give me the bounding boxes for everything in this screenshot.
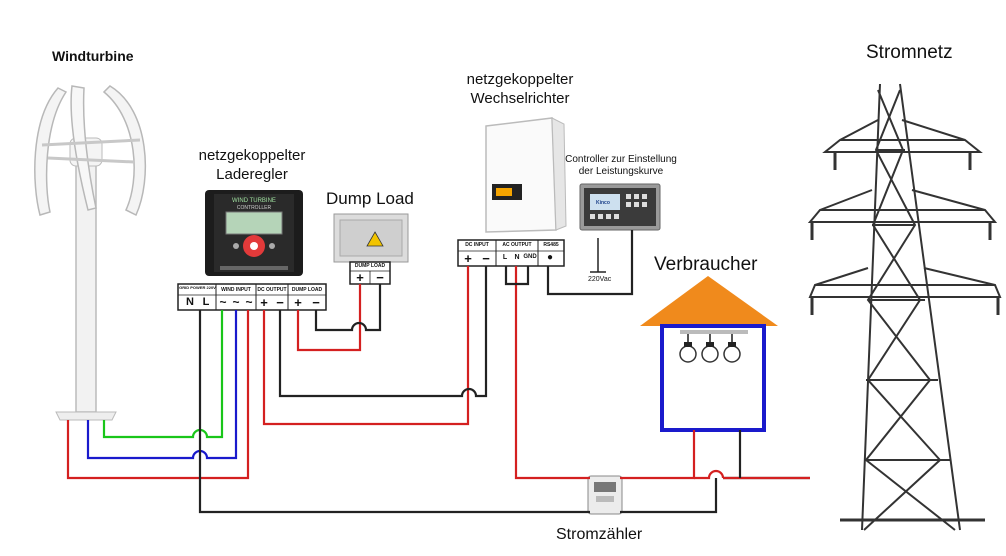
cc-terminal-mark-ac3: ~ — [245, 295, 253, 309]
cc-terminal-mark-dc-minus: − — [276, 295, 284, 310]
terminal-grid-power: GRID POWER 220V — [179, 285, 216, 290]
label-inverter-line2: Wechselrichter — [470, 90, 570, 107]
label-charge-controller-line1: netzgekoppelter — [198, 147, 306, 164]
inv-terminal-mark-rs485: ● — [546, 252, 554, 263]
curve-controller — [579, 183, 661, 273]
house — [640, 276, 778, 432]
inv-terminal-mark-gnd: GND — [523, 254, 537, 260]
terminal-dump-load: DUMP LOAD — [291, 287, 323, 293]
electricity-meter — [587, 475, 623, 515]
dump-load-mark-minus: − — [376, 270, 384, 285]
cc-terminal-mark-l: L — [202, 296, 210, 308]
label-stromnetz: Stromnetz — [866, 42, 953, 63]
charge-controller — [205, 190, 303, 276]
label-windturbine: Windturbine — [52, 48, 134, 64]
wind-turbine — [34, 85, 147, 421]
cc-terminal-mark-dc-plus: + — [260, 295, 268, 310]
terminal-dc-input: DC INPUT — [465, 242, 489, 248]
power-pylon — [807, 83, 1002, 531]
charge-controller-terminal-block — [177, 283, 327, 311]
inv-terminal-mark-plus: + — [464, 251, 472, 266]
label-inverter-line1: netzgekoppelter — [466, 71, 574, 88]
inv-terminal-mark-n: N — [514, 254, 520, 261]
label-stromzaehler: Stromzähler — [556, 526, 643, 543]
terminal-wind-input: WIND INPUT — [221, 287, 251, 293]
label-curve-controller-line2: der Leistungskurve — [578, 166, 664, 177]
dump-load-mark-plus: + — [356, 270, 364, 285]
label-voltage-220: 220Vac — [588, 276, 612, 283]
cc-terminal-mark-ac1: ~ — [219, 295, 227, 309]
label-charge-controller-line2: Laderegler — [216, 166, 288, 183]
charge-controller-sub: CONTROLLER — [236, 205, 272, 211]
label-dump-load: Dump Load — [326, 189, 414, 208]
label-charge-controller: netzgekoppelter Laderegler — [192, 146, 312, 184]
inv-terminal-mark-minus: − — [482, 251, 490, 266]
dump-load-box — [333, 213, 409, 285]
cc-terminal-mark-dump-minus: − — [312, 295, 320, 310]
terminal-dc-output: DC OUTPUT — [257, 287, 287, 293]
label-verbraucher: Verbraucher — [654, 254, 758, 275]
inverter — [485, 117, 567, 233]
label-curve-controller-line1: Controller zur Einstellung — [565, 154, 677, 165]
cc-terminal-mark-dump-plus: + — [294, 295, 302, 310]
terminal-ac-output: AC OUTPUT — [502, 242, 532, 248]
label-inverter: netzgekoppelter Wechselrichter — [460, 70, 580, 108]
wires — [66, 230, 810, 514]
charge-controller-brand: WIND TURBINE — [232, 198, 276, 204]
inverter-terminal-block — [457, 239, 565, 267]
cc-terminal-mark-n: N — [186, 296, 194, 308]
curve-controller-brand: Kinco — [596, 200, 610, 206]
label-curve-controller: Controller zur Einstellung der Leistungs… — [556, 154, 686, 178]
terminal-rs485: RS485 — [543, 242, 559, 248]
cc-terminal-mark-ac2: ~ — [232, 295, 240, 309]
dump-load-terminal-title: DUMP LOAD — [354, 263, 386, 269]
inv-terminal-mark-l: L — [502, 254, 508, 261]
